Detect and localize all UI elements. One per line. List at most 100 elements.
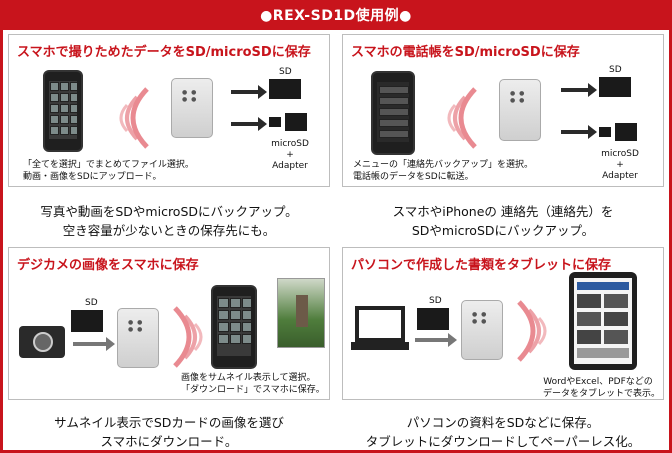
thumbnail bbox=[70, 82, 77, 91]
arrow-to-microsd-icon bbox=[231, 117, 267, 131]
card-reader-device: ● ● ● ● bbox=[461, 300, 503, 360]
laptop-icon bbox=[351, 306, 409, 352]
camera-lens bbox=[33, 332, 53, 352]
card-reader-device: ● ● ● ● bbox=[499, 79, 541, 141]
thumbnail bbox=[50, 93, 59, 102]
document-block bbox=[577, 312, 601, 326]
wireless-waves-icon bbox=[447, 87, 477, 149]
sd-card-icon bbox=[417, 308, 449, 330]
thumbnail bbox=[70, 93, 77, 102]
thumbnail bbox=[218, 310, 229, 320]
thumbnail bbox=[70, 126, 77, 135]
caption-line2: タブレットにダウンロードしてペーパーレス化。 bbox=[365, 434, 641, 449]
panel-caption: 写真や動画をSDやmicroSDにバックアップ。 空き容量が少ないときの保存先に… bbox=[3, 202, 335, 240]
microsd-card-icon bbox=[269, 117, 281, 127]
phone-screen bbox=[49, 81, 77, 139]
document-block bbox=[604, 312, 628, 326]
panel-pc-to-tablet: パソコンで作成した書類をタブレットに保存 SD ● ● ● ● bbox=[342, 247, 664, 400]
menu-item bbox=[379, 97, 409, 105]
thumbnail bbox=[218, 334, 229, 344]
thumbnail bbox=[230, 310, 241, 320]
thumbnail bbox=[60, 115, 69, 124]
reader-led-dots: ● ● ● ● bbox=[128, 319, 144, 333]
sd-card-icon bbox=[599, 77, 631, 97]
caption-line2: 空き容量が少ないときの保存先にも。 bbox=[62, 223, 276, 238]
header-title: ●REX-SD1D使用例● bbox=[3, 3, 669, 30]
reader-led-dots: ● ● ● ● bbox=[182, 89, 198, 103]
pagoda-shape bbox=[296, 295, 308, 327]
note-line1: 画像をサムネイル表示して選択。 bbox=[181, 373, 316, 383]
menu-item bbox=[379, 86, 409, 94]
card-reader-device: ● ● ● ● bbox=[117, 308, 159, 368]
wireless-waves-icon bbox=[173, 306, 203, 368]
menu-item bbox=[379, 119, 409, 127]
note-line1: 「全てを選択」でまとめてファイル選択。 bbox=[23, 160, 194, 170]
panel-smartphone-to-sd: スマホで撮りためたデータをSD/microSDに保存 bbox=[8, 34, 330, 187]
panel-title: スマホで撮りためたデータをSD/microSDに保存 bbox=[17, 45, 311, 60]
note-line2: データをタブレットで表示。 bbox=[543, 389, 661, 399]
smartphone-image bbox=[43, 70, 83, 152]
microsd-label-line1: microSD bbox=[601, 149, 639, 159]
thumbnail bbox=[60, 126, 69, 135]
thumbnail bbox=[242, 322, 251, 332]
sd-adapter-icon bbox=[615, 123, 637, 141]
caption-line1: スマホやiPhoneの 連絡先（連絡先）を bbox=[392, 204, 614, 219]
panel-title: デジカメの画像をスマホに保存 bbox=[17, 258, 199, 273]
phone-screen bbox=[377, 82, 409, 142]
laptop-base bbox=[351, 342, 409, 350]
arrow-to-microsd-icon bbox=[561, 125, 597, 139]
sd-adapter-icon bbox=[285, 113, 307, 131]
microsd-label-line2: + bbox=[286, 150, 294, 160]
note-line2: 電話帳のデータをSDに転送。 bbox=[353, 172, 474, 182]
thumbnail bbox=[70, 104, 77, 113]
document-block bbox=[577, 330, 601, 344]
microsd-label: microSD + Adapter bbox=[267, 139, 313, 172]
thumbnail bbox=[50, 104, 59, 113]
thumbnail bbox=[70, 115, 77, 124]
panel-note: WordやExcel、PDFなどの データをタブレットで表示。 bbox=[543, 376, 661, 400]
thumbnail bbox=[50, 126, 59, 135]
wireless-waves-icon bbox=[517, 300, 547, 362]
thumbnail bbox=[230, 322, 241, 332]
thumbnail bbox=[218, 322, 229, 332]
panel-note: 「全てを選択」でまとめてファイル選択。 動画・画像をSDにアップロード。 bbox=[23, 159, 194, 183]
panel-contacts-to-sd: スマホの電話帳をSD/microSDに保存 ● ● ● ● SD microS bbox=[342, 34, 664, 187]
photo-preview-image bbox=[277, 278, 325, 348]
thumbnail bbox=[242, 334, 251, 344]
document-block bbox=[577, 282, 629, 290]
caption-line2: SDやmicroSDにバックアップ。 bbox=[411, 223, 595, 238]
smartphone-image bbox=[371, 71, 415, 155]
thumbnail bbox=[60, 104, 69, 113]
note-line1: メニューの「連絡先バックアップ」を選択。 bbox=[353, 160, 534, 170]
thumbnail bbox=[50, 82, 59, 91]
camera-icon bbox=[19, 326, 65, 358]
microsd-label: microSD + Adapter bbox=[597, 149, 643, 182]
panel-caption: サムネイル表示でSDカードの画像を選び スマホにダウンロード。 bbox=[3, 413, 335, 451]
note-line2: 「ダウンロード」でスマホに保存。 bbox=[181, 385, 325, 395]
thumbnail bbox=[242, 310, 251, 320]
reader-led-dots: ● ● ● ● bbox=[472, 311, 488, 325]
menu-item bbox=[379, 130, 409, 138]
thumbnail bbox=[60, 93, 69, 102]
caption-line2: スマホにダウンロード。 bbox=[100, 434, 238, 449]
reader-led-dots: ● ● ● ● bbox=[510, 90, 526, 104]
sd-card-icon bbox=[71, 310, 103, 332]
card-reader-device: ● ● ● ● bbox=[171, 78, 213, 138]
caption-line1: 写真や動画をSDやmicroSDにバックアップ。 bbox=[40, 204, 298, 219]
microsd-label-line2: + bbox=[616, 160, 624, 170]
menu-item bbox=[379, 108, 409, 116]
document-block bbox=[577, 294, 601, 308]
thumbnail bbox=[230, 334, 241, 344]
tablet-screen bbox=[574, 278, 632, 364]
thumbnail bbox=[60, 82, 69, 91]
document-block bbox=[577, 348, 629, 358]
panel-camera-to-smartphone: デジカメの画像をスマホに保存 SD ● ● ● ● bbox=[8, 247, 330, 400]
arrow-to-reader-icon bbox=[73, 337, 115, 351]
tablet-image bbox=[569, 272, 637, 370]
arrow-to-reader-icon bbox=[415, 333, 457, 347]
thumbnail bbox=[218, 298, 229, 308]
phone-screen bbox=[217, 296, 251, 356]
panel-caption: スマホやiPhoneの 連絡先（連絡先）を SDやmicroSDにバックアップ。 bbox=[337, 202, 669, 240]
panel-note: 画像をサムネイル表示して選択。 「ダウンロード」でスマホに保存。 bbox=[181, 372, 325, 396]
